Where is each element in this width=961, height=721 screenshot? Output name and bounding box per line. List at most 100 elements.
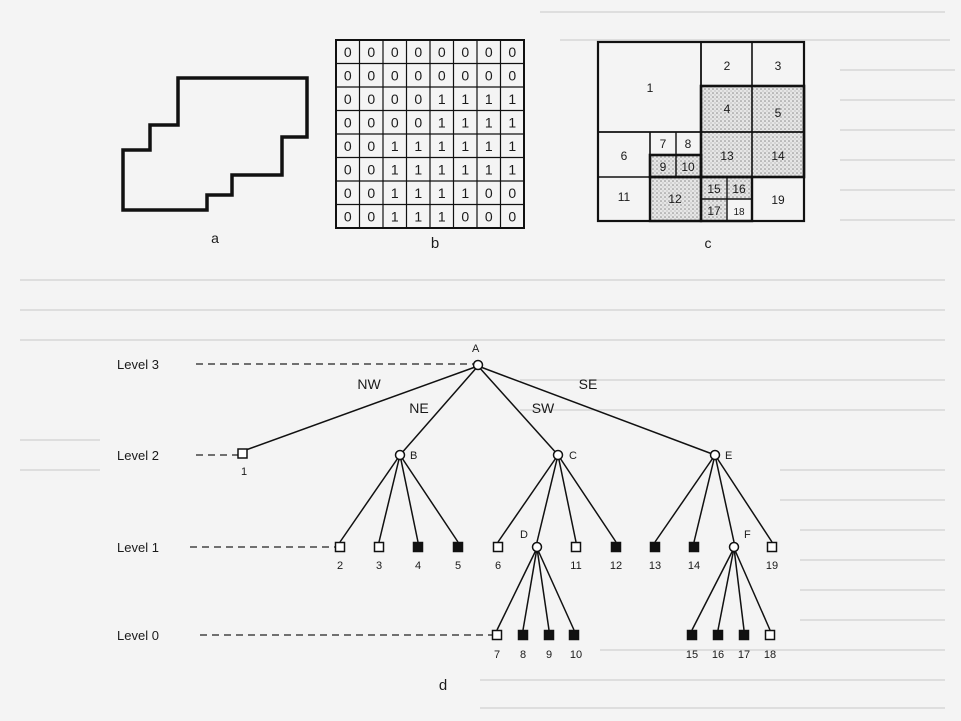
level-leaders — [190, 363, 492, 636]
block-label: 18 — [733, 207, 745, 218]
grid-cell-value: 1 — [508, 161, 516, 177]
block-label: 8 — [685, 137, 692, 151]
node-a — [472, 359, 484, 371]
grid-cell-value: 0 — [414, 44, 422, 60]
block-13 — [701, 132, 752, 177]
block-5 — [752, 86, 804, 132]
block-label: 2 — [724, 59, 731, 73]
leaf-node-10 — [568, 629, 580, 641]
leaf-label: 8 — [520, 649, 526, 661]
leaf-node-4 — [412, 541, 424, 553]
panel-label-a: a — [211, 230, 219, 246]
leaf-label: 18 — [764, 649, 776, 661]
grid-cell-value: 1 — [414, 138, 422, 154]
grid-cell-value: 1 — [438, 114, 446, 130]
grid-cell-value: 0 — [391, 44, 399, 60]
grid-cell-value: 0 — [485, 185, 493, 201]
panel-label-d: d — [439, 677, 447, 694]
leaf-label: 4 — [415, 560, 421, 572]
block-label: 5 — [775, 106, 782, 120]
panel-d: Level 3 Level 2 Level 1 Level 0 — [117, 343, 778, 694]
leaf-label: 1 — [241, 466, 247, 478]
leaf-node-15 — [686, 629, 698, 641]
grid-cell-value: 0 — [508, 185, 516, 201]
grid-cell-value: 0 — [344, 67, 352, 83]
grid-cell-value: 1 — [508, 138, 516, 154]
grid-cell-value: 0 — [344, 185, 352, 201]
block-label: 19 — [771, 193, 785, 207]
block-14 — [752, 132, 804, 177]
grid-cell-value: 0 — [461, 67, 469, 83]
quadtree-outlines — [596, 40, 806, 223]
grid-cell-value: 0 — [344, 114, 352, 130]
leaf-label: 2 — [337, 560, 343, 572]
grid-cell-value: 0 — [438, 44, 446, 60]
leaf-node-7 — [491, 629, 503, 641]
block-label: 4 — [724, 102, 731, 116]
grid-cell-value: 0 — [508, 208, 516, 224]
leaf-node-12 — [610, 541, 622, 553]
grid-cell-value: 0 — [344, 138, 352, 154]
grid-cell-value: 0 — [438, 67, 446, 83]
block-4 — [701, 86, 752, 132]
block-label: 1 — [647, 81, 654, 95]
leaf-labels: 1 2 3 4 5 6 11 12 13 14 19 7 8 9 10 15 1… — [241, 466, 778, 661]
grid-cell-value: 1 — [485, 114, 493, 130]
grid-cell-value: 0 — [344, 161, 352, 177]
grid-cell-value: 0 — [391, 91, 399, 107]
leaf-node-9 — [543, 629, 555, 641]
grid-cell-value: 0 — [485, 44, 493, 60]
block-label: 14 — [771, 149, 785, 163]
grid-cell-value: 0 — [367, 161, 375, 177]
internal-node-labels: A B C D E F — [410, 343, 751, 541]
node-label-c: C — [569, 450, 577, 462]
grid-cell-value: 0 — [391, 67, 399, 83]
leaf-node-17 — [738, 629, 750, 641]
grid-cell-value: 1 — [508, 91, 516, 107]
direction-labels: NW NE SW SE — [357, 376, 597, 416]
edge-label-nw: NW — [357, 376, 381, 392]
leaf-label: 16 — [712, 649, 724, 661]
block-9 — [650, 155, 676, 177]
grid-cell-value: 1 — [391, 161, 399, 177]
leaf-label: 13 — [649, 560, 661, 572]
node-label-d: D — [520, 529, 528, 541]
leaf-node-16 — [712, 629, 724, 641]
grid-cell-value: 1 — [438, 208, 446, 224]
leaf-node-14 — [688, 541, 700, 553]
grid-cell-value: 0 — [367, 44, 375, 60]
grid-cell-value: 1 — [485, 138, 493, 154]
level-label-3: Level 3 — [117, 357, 159, 372]
leaf-label: 6 — [495, 560, 501, 572]
leaf-label: 17 — [738, 649, 750, 661]
leaf-node-8 — [517, 629, 529, 641]
block-label: 3 — [775, 59, 782, 73]
block-label: 10 — [681, 160, 695, 174]
grid-cell-value: 0 — [508, 44, 516, 60]
grid-cell-value: 1 — [461, 91, 469, 107]
node-c — [552, 449, 564, 461]
node-label-b: B — [410, 450, 417, 462]
leaf-node-3 — [373, 541, 385, 553]
grid-cell-value: 1 — [508, 114, 516, 130]
grid-cell-value: 0 — [391, 114, 399, 130]
level-label-0: Level 0 — [117, 628, 159, 643]
leaf-label: 9 — [546, 649, 552, 661]
block-label: 6 — [621, 149, 628, 163]
grid-cell-value: 1 — [391, 208, 399, 224]
grid-cell-value: 1 — [438, 185, 446, 201]
grid-cell-value: 1 — [391, 185, 399, 201]
grid-cell-value: 1 — [461, 185, 469, 201]
leaf-node-13 — [649, 541, 661, 553]
node-f — [728, 541, 740, 553]
level-label-2: Level 2 — [117, 448, 159, 463]
panel-a: a — [121, 76, 309, 246]
node-label-a: A — [472, 343, 480, 355]
grid-cell-value: 1 — [438, 91, 446, 107]
grid-cell-value: 0 — [367, 208, 375, 224]
node-e — [709, 449, 721, 461]
leaf-label: 19 — [766, 560, 778, 572]
leaf-label: 15 — [686, 649, 698, 661]
node-b — [394, 449, 406, 461]
